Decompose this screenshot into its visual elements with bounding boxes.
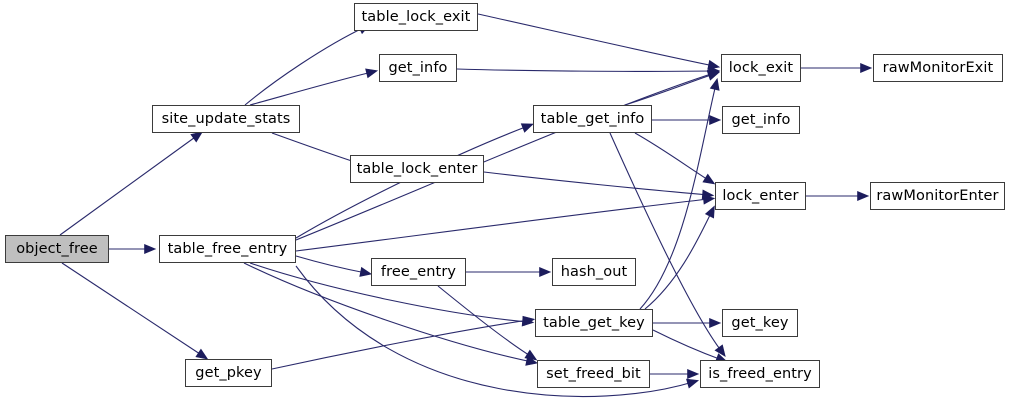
edge-table_get_info-to-lock_exit	[624, 71, 720, 106]
arrowhead-icon	[195, 348, 209, 360]
node-label: table_free_entry	[167, 240, 288, 257]
node-label: object_free	[16, 240, 98, 257]
arrowhead-icon	[524, 349, 538, 361]
node-get_info_left[interactable]: get_info	[379, 54, 457, 82]
arrowhead-icon	[144, 243, 157, 255]
node-hash_out[interactable]: hash_out	[552, 258, 636, 286]
edge-table_get_info-to-lock_enter	[634, 132, 716, 185]
node-label: lock_exit	[728, 59, 794, 76]
node-label: free_entry	[380, 263, 457, 280]
node-get_pkey[interactable]: get_pkey	[185, 359, 272, 387]
node-label: hash_out	[560, 263, 628, 280]
arrowhead-icon	[359, 266, 373, 277]
edge-object_free-to-get_pkey	[61, 262, 209, 360]
arrowhead-icon	[704, 205, 715, 219]
edge-table_get_key-to-get_key	[653, 317, 722, 329]
node-label: set_freed_bit	[546, 365, 641, 382]
node-table_free_entry[interactable]: table_free_entry	[159, 235, 296, 263]
edge-site_update_stats-to-table_lock_exit	[244, 24, 371, 106]
node-rawMonitorEnter[interactable]: rawMonitorEnter	[870, 182, 1005, 210]
node-label: get_info	[388, 59, 448, 76]
edge-table_free_entry-to-free_entry	[295, 255, 373, 277]
edge-get_info_left-to-lock_exit	[456, 66, 721, 77]
node-label: rawMonitorExit	[882, 59, 994, 76]
arrowhead-icon	[365, 68, 379, 79]
node-label: table_lock_enter	[356, 160, 478, 177]
edge-table_get_info-to-get_info_right	[652, 114, 722, 126]
edge-table_get_key-to-is_freed_entry	[652, 329, 728, 363]
edge-lock_exit-to-rawMonitorExit	[801, 62, 873, 74]
arrowhead-icon	[706, 71, 720, 81]
node-lock_exit[interactable]: lock_exit	[721, 54, 801, 82]
node-label: is_freed_entry	[708, 365, 812, 382]
arrowhead-icon	[860, 62, 873, 74]
node-label: lock_enter	[722, 187, 799, 204]
arrowhead-icon	[709, 114, 722, 126]
node-label: table_lock_exit	[361, 8, 471, 25]
node-label: get_key	[731, 314, 789, 331]
arrowhead-icon	[701, 189, 715, 200]
node-label: table_get_info	[540, 110, 645, 127]
edge-table_lock_exit-to-lock_exit	[477, 13, 721, 70]
arrowhead-icon	[190, 131, 204, 143]
node-label: table_get_key	[543, 314, 645, 331]
edge-object_free-to-site_update_stats	[59, 131, 204, 236]
node-table_lock_enter[interactable]: table_lock_enter	[350, 155, 484, 183]
arrowhead-icon	[686, 378, 700, 389]
arrowhead-icon	[687, 368, 700, 380]
edge-set_freed_bit-to-is_freed_entry	[650, 368, 700, 380]
edge-table_get_key-to-lock_enter	[644, 205, 715, 310]
edge-free_entry-to-hash_out	[466, 266, 552, 278]
node-set_freed_bit[interactable]: set_freed_bit	[537, 360, 650, 388]
node-label: get_pkey	[195, 364, 262, 381]
node-table_get_info[interactable]: table_get_info	[533, 105, 652, 133]
edge-site_update_stats-to-get_info_left	[249, 68, 379, 106]
arrowhead-icon	[520, 123, 534, 133]
arrowhead-icon	[522, 315, 536, 326]
node-table_get_key[interactable]: table_get_key	[535, 309, 653, 337]
arrowhead-icon	[702, 173, 716, 185]
arrowhead-icon	[539, 266, 552, 278]
edge-free_entry-to-set_freed_bit	[437, 285, 538, 361]
node-site_update_stats[interactable]: site_update_stats	[152, 105, 300, 133]
edge-table_get_info-to-is_freed_entry	[609, 132, 726, 358]
node-table_lock_exit[interactable]: table_lock_exit	[354, 3, 478, 31]
node-get_info_right[interactable]: get_info	[722, 106, 800, 134]
node-get_key[interactable]: get_key	[722, 309, 798, 337]
node-is_freed_entry[interactable]: is_freed_entry	[700, 360, 820, 388]
edge-lock_enter-to-rawMonitorEnter	[806, 190, 870, 202]
node-rawMonitorExit[interactable]: rawMonitorExit	[873, 54, 1003, 82]
arrowhead-icon	[709, 317, 722, 329]
node-label: rawMonitorEnter	[876, 187, 999, 204]
edge-table_free_entry-to-is_freed_entry	[295, 265, 700, 398]
arrowhead-icon	[714, 344, 726, 358]
node-lock_enter[interactable]: lock_enter	[715, 182, 806, 210]
node-label: get_info	[731, 111, 791, 128]
node-label: site_update_stats	[161, 110, 291, 127]
node-object_free[interactable]: object_free	[5, 235, 109, 263]
arrowhead-icon	[709, 77, 720, 91]
edge-get_pkey-to-table_get_key	[271, 315, 536, 370]
edge-table_get_key-to-lock_exit	[639, 77, 720, 310]
arrowhead-icon	[857, 190, 870, 202]
edge-object_free-to-table_free_entry	[109, 243, 157, 255]
edge-table_lock_enter-to-lock_enter	[483, 171, 715, 200]
node-free_entry[interactable]: free_entry	[371, 258, 466, 286]
